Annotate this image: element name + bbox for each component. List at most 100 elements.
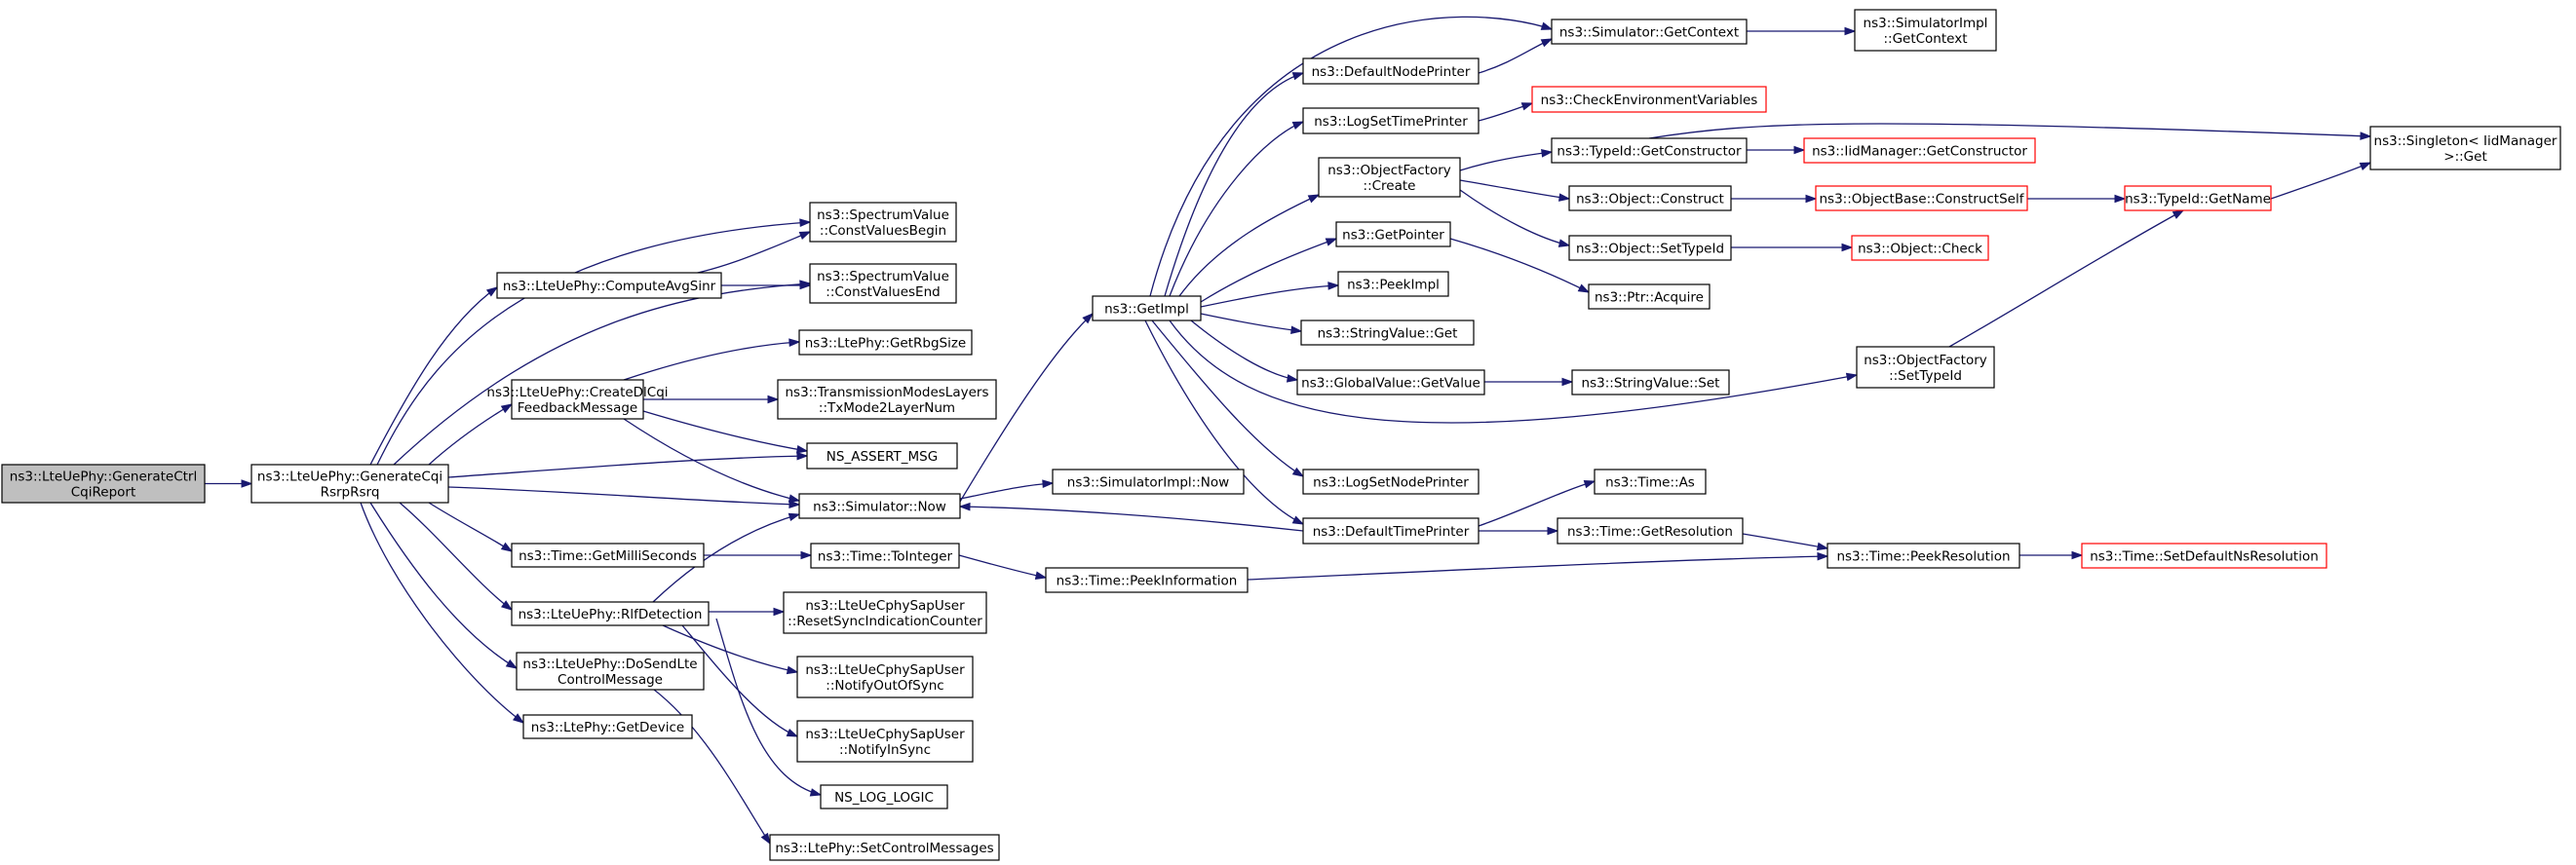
node-rlf[interactable]: ns3::LteUePhy::RlfDetection: [511, 601, 710, 626]
edge-arrowhead: [500, 542, 514, 552]
node-label: ns3::Time::SetDefaultNsResolution: [2090, 549, 2319, 565]
node-implnow[interactable]: ns3::SimulatorImpl::Now: [1052, 469, 1245, 495]
node-peekimpl[interactable]: ns3::PeekImpl: [1337, 271, 1449, 297]
node-box: [1052, 469, 1245, 495]
node-box: [1588, 283, 1711, 310]
node-assert[interactable]: NS_ASSERT_MSG: [806, 442, 958, 470]
node-label: ns3::Time::PeekInformation: [1057, 574, 1238, 589]
node-box: [809, 263, 957, 304]
call-edge: [959, 482, 1054, 500]
edge-arrowhead: [786, 665, 799, 675]
edge-arrowhead: [1541, 149, 1554, 158]
node-svget[interactable]: ns3::StringValue::Get: [1300, 320, 1475, 346]
node-label: ns3::CheckEnvironmentVariables: [1541, 93, 1758, 108]
edge-arrowhead: [799, 281, 812, 290]
node-label: ::TxMode2LayerNum: [819, 400, 955, 416]
node-box: [496, 272, 722, 299]
node-box: [1335, 221, 1451, 247]
node-getptr[interactable]: ns3::GetPointer: [1335, 221, 1451, 247]
node-svset[interactable]: ns3::StringValue::Set: [1571, 369, 1730, 395]
node-getctx[interactable]: ns3::Simulator::GetContext: [1551, 19, 1748, 45]
node-objsettid[interactable]: ns3::Object::SetTypeId: [1568, 235, 1732, 261]
node-box: [796, 720, 974, 763]
edge-arrowhead: [1816, 542, 1829, 551]
node-rbg[interactable]: ns3::LtePhy::GetRbgSize: [798, 329, 973, 356]
node-label: ns3::Time::PeekResolution: [1836, 549, 2010, 565]
node-objcheck[interactable]: ns3::Object::Check: [1851, 235, 1989, 261]
node-obconself[interactable]: ns3::ObjectBase::ConstructSelf: [1815, 185, 2028, 211]
node-box: [1551, 137, 1748, 164]
call-edge: [662, 624, 798, 673]
edge-arrowhead: [786, 728, 799, 737]
node-box: [1337, 271, 1449, 297]
node-outsync[interactable]: ns3::LteUeCphySapUser::NotifyOutOfSync: [796, 656, 974, 698]
node-implctx[interactable]: ns3::SimulatorImpl::GetContext: [1854, 9, 1997, 52]
node-lognode[interactable]: ns3::LogSetNodePrinter: [1302, 469, 1480, 495]
node-box: [1557, 517, 1744, 545]
node-loglogic[interactable]: NS_LOG_LOGIC: [820, 784, 948, 809]
node-getimpl[interactable]: ns3::GetImpl: [1092, 295, 1202, 321]
node-reset[interactable]: ns3::LteUeCphySapUser::ResetSyncIndicati…: [783, 591, 987, 634]
edge-arrowhead: [1583, 479, 1596, 489]
node-ofcreate[interactable]: ns3::ObjectFactory::Create: [1318, 157, 1461, 198]
node-label: ns3::IidManager::GetConstructor: [1812, 144, 2027, 160]
node-timeas[interactable]: ns3::Time::As: [1594, 469, 1707, 495]
node-simnow[interactable]: ns3::Simulator::Now: [798, 493, 961, 519]
node-toint[interactable]: ns3::Time::ToInteger: [810, 543, 960, 569]
node-label: ns3::ObjectFactory: [1327, 163, 1451, 178]
node-createdl[interactable]: ns3::LteUePhy::CreateDlCqiFeedbackMessag…: [486, 379, 669, 420]
node-label: NS_ASSERT_MSG: [827, 449, 938, 465]
node-peekres[interactable]: ns3::Time::PeekResolution: [1826, 543, 2020, 569]
edge-arrowhead: [795, 445, 809, 454]
call-edge: [1200, 284, 1339, 308]
node-getres[interactable]: ns3::Time::GetResolution: [1557, 517, 1744, 545]
call-edge: [369, 286, 498, 466]
node-singleton[interactable]: ns3::Singleton< IidManager >::Get: [2369, 126, 2561, 170]
node-label: ns3::Time::ToInteger: [818, 549, 953, 565]
call-edge: [399, 502, 513, 611]
call-edge: [715, 618, 822, 796]
node-label: ns3::Singleton< IidManager: [2374, 133, 2557, 149]
node-logtime[interactable]: ns3::LogSetTimePrinter: [1302, 107, 1480, 134]
node-label: ns3::Object::Check: [1858, 242, 1982, 257]
node-peekinfo[interactable]: ns3::Time::PeekInformation: [1045, 567, 1249, 593]
call-edge: [642, 410, 808, 452]
node-cvbegin[interactable]: ns3::SpectrumValue::ConstValuesBegin: [809, 202, 957, 243]
node-getdev[interactable]: ns3::LtePhy::GetDevice: [522, 714, 693, 739]
node-getms[interactable]: ns3::Time::GetMilliSeconds: [511, 543, 705, 568]
node-label: FeedbackMessage: [518, 400, 637, 416]
node-objconstruct[interactable]: ns3::Object::Construct: [1568, 185, 1732, 211]
call-edge: [1478, 38, 1553, 74]
node-checkenv[interactable]: ns3::CheckEnvironmentVariables: [1531, 86, 1767, 113]
node-insync[interactable]: ns3::LteUeCphySapUser::NotifyInSync: [796, 720, 974, 763]
node-box: [511, 543, 705, 568]
node-iidctor[interactable]: ns3::IidManager::GetConstructor: [1803, 137, 2036, 164]
node-ptracq[interactable]: ns3::Ptr::Acquire: [1588, 283, 1711, 310]
node-label: ns3::Simulator::Now: [813, 500, 946, 515]
node-label: ns3::SpectrumValue: [817, 269, 949, 284]
edge-arrowhead: [760, 832, 771, 846]
node-box: [1092, 295, 1202, 321]
node-tidname[interactable]: ns3::TypeId::GetName: [2124, 185, 2272, 211]
node-setctrl[interactable]: ns3::LtePhy::SetControlMessages: [769, 834, 1000, 861]
edge-arrowhead: [1291, 121, 1305, 130]
call-edge: [2270, 162, 2371, 200]
node-defnode[interactable]: ns3::DefaultNodePrinter: [1302, 57, 1480, 85]
node-setdefns[interactable]: ns3::Time::SetDefaultNsResolution: [2081, 543, 2327, 569]
node-txmode[interactable]: ns3::TransmissionModesLayers::TxMode2Lay…: [777, 379, 997, 420]
node-box: [2369, 126, 2561, 170]
edge-arrowhead: [788, 512, 801, 522]
node-gvget[interactable]: ns3::GlobalValue::GetValue: [1296, 369, 1485, 395]
node-box: [1826, 543, 2020, 569]
node-cvend[interactable]: ns3::SpectrumValue::ConstValuesEnd: [809, 263, 957, 304]
node-avgsinr[interactable]: ns3::LteUePhy::ComputeAvgSinr: [496, 272, 722, 299]
node-label: >::Get: [2443, 149, 2486, 165]
call-edge: [1169, 121, 1304, 297]
edge-arrowhead: [1558, 193, 1571, 202]
node-tidgetctor[interactable]: ns3::TypeId::GetConstructor: [1551, 137, 1748, 164]
node-deftime[interactable]: ns3::DefaultTimePrinter: [1302, 517, 1480, 545]
node-ofsettid[interactable]: ns3::ObjectFactory::SetTypeId: [1856, 346, 1995, 389]
